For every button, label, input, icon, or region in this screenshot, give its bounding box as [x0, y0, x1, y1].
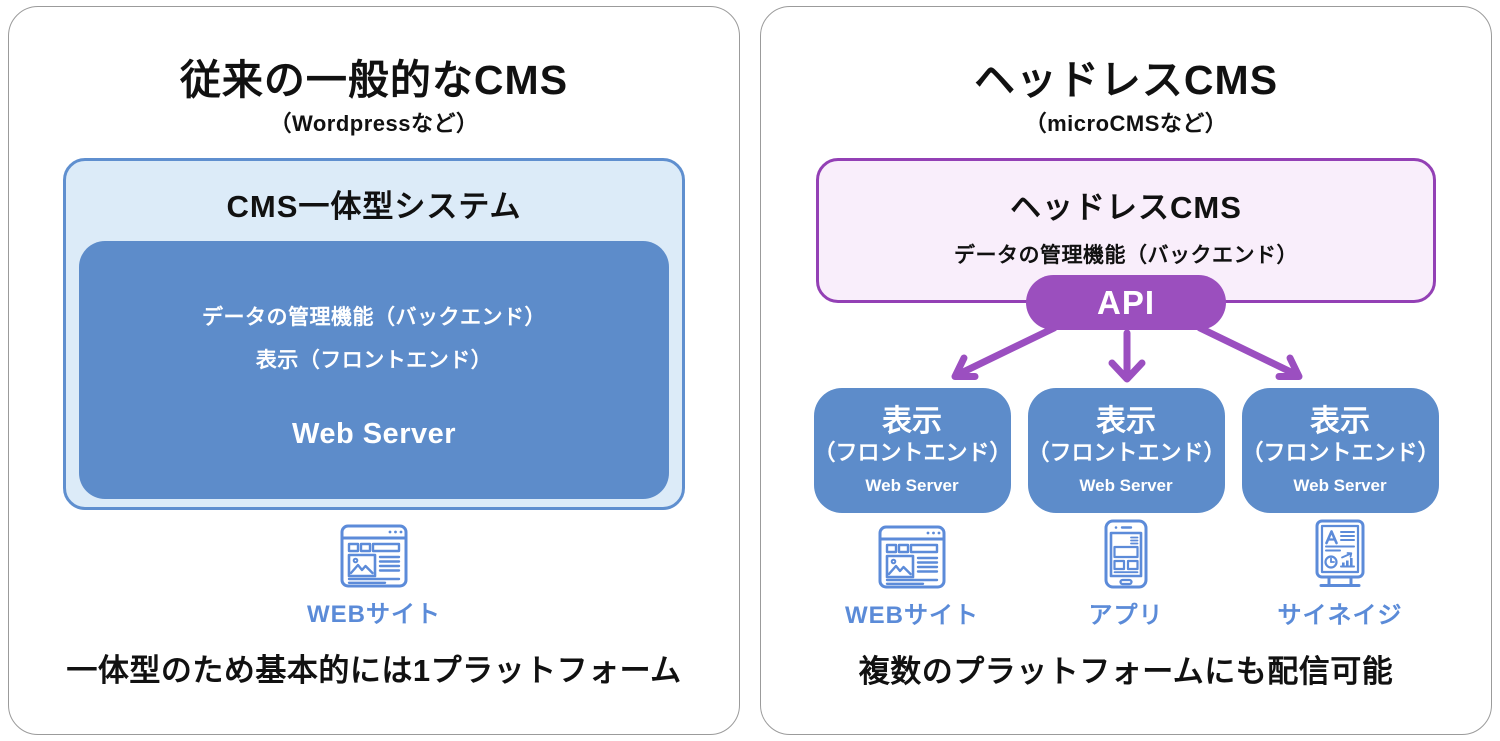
- traditional-cms-title: 従来の一般的なCMS: [179, 57, 569, 103]
- frontend-box-subtitle: （フロントエンド）: [813, 439, 1012, 465]
- website-label: WEBサイト: [845, 602, 979, 630]
- headless-cms-title: ヘッドレスCMS: [973, 57, 1279, 103]
- frontend-box-website: 表示 （フロントエンド） Web Server: [813, 388, 1012, 514]
- signage-icon: [1315, 519, 1365, 588]
- headless-cms-statement: 複数のプラットフォームにも配信可能: [858, 654, 1394, 690]
- app-label: アプリ: [1088, 602, 1164, 630]
- traditional-cms-card: 従来の一般的なCMS （Wordpressなど） CMS一体型システム データの…: [8, 6, 740, 735]
- web-server-label: Web Server: [291, 418, 457, 451]
- api-badge: API: [1026, 275, 1226, 331]
- headless-cms-box-subtitle: データの管理機能（バックエンド）: [954, 244, 1298, 268]
- cms-integrated-system-title: CMS一体型システム: [226, 189, 522, 225]
- backend-label: データの管理機能（バックエンド）: [202, 306, 546, 330]
- website-platform: WEBサイト: [9, 522, 739, 629]
- frontend-box-subtitle: （フロントエンド）: [1027, 439, 1226, 465]
- website-label: WEBサイト: [307, 601, 441, 629]
- frontend-box-title: 表示: [882, 404, 942, 438]
- frontend-box-title: 表示: [1310, 404, 1370, 438]
- frontend-box-title: 表示: [1096, 404, 1156, 438]
- smartphone-icon: [1104, 519, 1148, 589]
- headless-cms-box-title: ヘッドレスCMS: [1010, 190, 1242, 226]
- headless-cms-card: ヘッドレスCMS （microCMSなど） ヘッドレスCMS データの管理機能（…: [760, 6, 1492, 735]
- platform-website: WEBサイト: [814, 523, 1011, 630]
- api-distribution-arrows: [951, 324, 1303, 383]
- frontend-box-signage: 表示 （フロントエンド） Web Server: [1241, 388, 1440, 514]
- frontend-box-server: Web Server: [865, 476, 959, 496]
- frontend-box-server: Web Server: [1293, 476, 1387, 496]
- traditional-cms-statement: 一体型のため基本的には1プラットフォーム: [66, 653, 682, 689]
- platform-signage: サイネイジ: [1242, 519, 1439, 630]
- headless-cms-subtitle: （microCMSなど）: [1024, 111, 1228, 137]
- frontend-boxes-row: 表示 （フロントエンド） Web Server 表示 （フロントエンド） Web…: [761, 388, 1491, 514]
- frontend-box-app: 表示 （フロントエンド） Web Server: [1027, 388, 1226, 514]
- signage-label: サイネイジ: [1277, 602, 1403, 630]
- browser-icon: [340, 524, 408, 588]
- frontend-box-subtitle: （フロントエンド）: [1241, 439, 1440, 465]
- frontend-box-server: Web Server: [1079, 476, 1173, 496]
- frontend-label: 表示（フロントエンド）: [255, 349, 493, 373]
- browser-icon: [878, 525, 946, 589]
- traditional-cms-subtitle: （Wordpressなど）: [269, 111, 479, 137]
- platform-app: アプリ: [1028, 519, 1225, 630]
- web-server-box: データの管理機能（バックエンド） 表示（フロントエンド） Web Server: [79, 241, 669, 500]
- cms-integrated-system-box: CMS一体型システム データの管理機能（バックエンド） 表示（フロントエンド） …: [63, 158, 685, 511]
- platforms-row: WEBサイト: [761, 519, 1491, 630]
- headless-cms-box: ヘッドレスCMS データの管理機能（バックエンド） API: [816, 158, 1436, 331]
